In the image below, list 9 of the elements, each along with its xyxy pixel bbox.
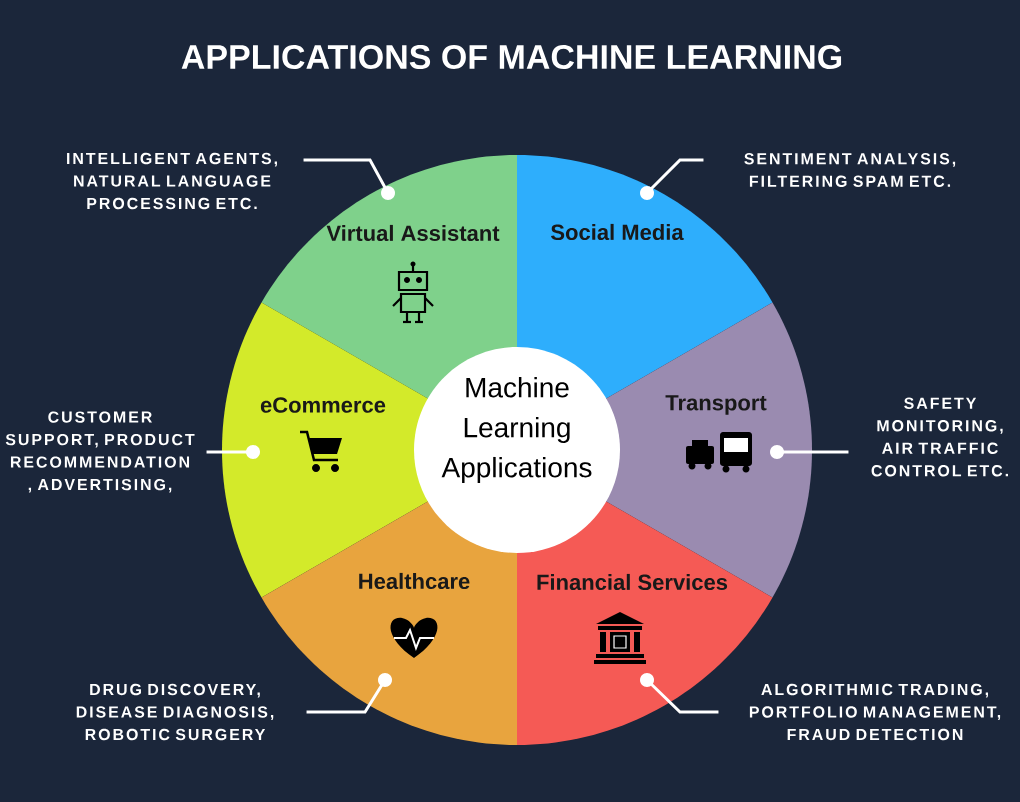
leader-line: [640, 673, 719, 714]
title: APPLICATIONS OF MACHINE LEARNING: [181, 44, 842, 70]
description-text: SAFETY MONITORING, AIR TRAFFIC CONTROL ETC.: [871, 397, 1008, 477]
leader-line: [640, 158, 704, 200]
description-text: CUSTOMER SUPPORT, PRODUCT RECOMMENDATION , ADVERTISING,: [5, 411, 195, 493]
leader-line: [206, 445, 260, 459]
leader-line: [770, 445, 849, 459]
leader-line: [303, 158, 395, 200]
leader-line: [306, 673, 392, 714]
